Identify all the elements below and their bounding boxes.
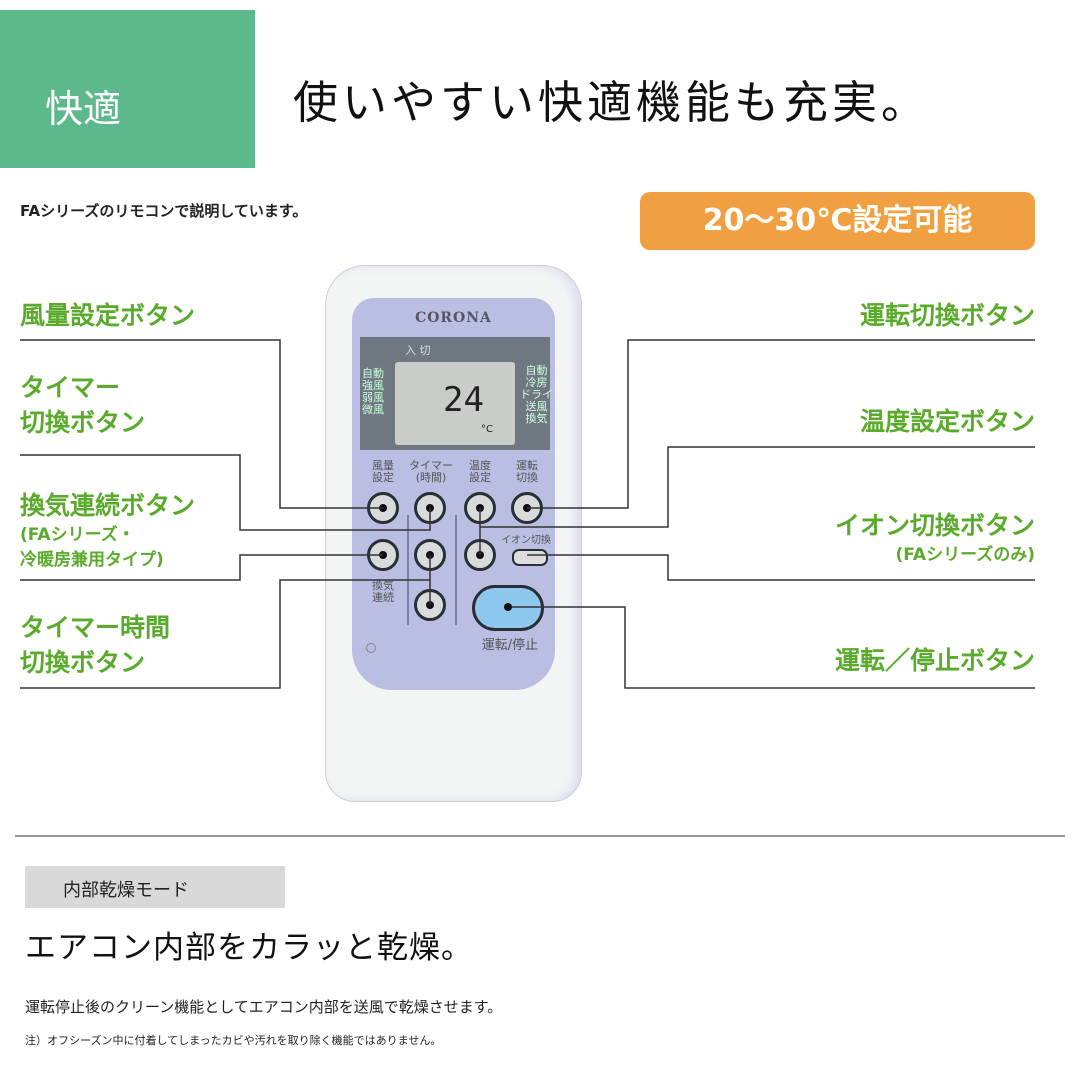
mode: 強風 xyxy=(362,379,384,392)
mode: 弱風 xyxy=(362,391,384,404)
label-line: イオン切換ボタン xyxy=(834,511,1035,540)
section-title: エアコン内部をカラッと乾燥。 xyxy=(25,930,473,966)
leader-temp xyxy=(479,446,1035,555)
series-note: FAシリーズのリモコンで説明しています。 xyxy=(20,202,308,220)
label-ventilation: 換気連続ボタン (FAシリーズ・冷暖房兼用タイプ) xyxy=(20,488,195,573)
leader-fan xyxy=(20,339,383,509)
section-label-text: 内部乾燥モード xyxy=(63,880,189,901)
mode: ドライ xyxy=(520,388,553,401)
ion-switch[interactable] xyxy=(512,549,548,566)
label-line: 温度設定ボタン xyxy=(859,407,1035,436)
label-line: 風量設定ボタン xyxy=(20,301,196,330)
temperature-range-badge: 20〜30℃設定可能 xyxy=(640,192,1035,250)
divider xyxy=(407,515,409,625)
start-stop-button[interactable] xyxy=(472,585,544,631)
section-body: 運転停止後のクリーン機能としてエアコン内部を送風で乾燥させます。 xyxy=(25,998,503,1016)
mode: 冷房 xyxy=(525,376,548,389)
brand-logo: CORONA xyxy=(415,310,492,326)
category-tag: 快適 xyxy=(0,10,255,168)
label-line: 切換ボタン xyxy=(20,408,146,437)
fan-modes: 自動強風弱風微風 xyxy=(362,368,384,416)
temp-button-label: 温度 設定 xyxy=(469,459,491,484)
headline: 使いやすい快適機能も充実。 xyxy=(293,76,931,129)
mode: 換気 xyxy=(525,412,548,425)
label-start-stop: 運転／停止ボタン xyxy=(835,643,1035,678)
category-tag-text: 快適 xyxy=(45,87,122,131)
label-sub: (FAシリーズのみ) xyxy=(895,545,1035,565)
ion-switch-label: イオン切換 xyxy=(501,535,551,546)
label-timer-switch: タイマー切換ボタン xyxy=(20,370,145,440)
label-sub: (FAシリーズ・ xyxy=(20,525,135,545)
section-note: 注）オフシーズン中に付着してしまったカビや汚れを取り除く機能ではありません。 xyxy=(25,1034,442,1047)
timer-button-label: タイマー (時間) xyxy=(409,459,453,484)
leader-start-stop xyxy=(508,606,1035,689)
label-temperature: 温度設定ボタン xyxy=(860,404,1035,439)
operation-modes: 自動冷房ドライ送風換気 xyxy=(520,365,553,425)
leader-vent xyxy=(20,554,383,581)
label-fan-speed: 風量設定ボタン xyxy=(20,298,195,333)
mode: 自動 xyxy=(525,364,548,377)
start-stop-label: 運転/停止 xyxy=(481,638,539,653)
mode: 送風 xyxy=(525,400,548,413)
mode: 微風 xyxy=(362,403,384,416)
label-line: 切換ボタン xyxy=(20,648,146,677)
mode-button-label: 運転 切換 xyxy=(516,459,538,484)
temperature-unit: °C xyxy=(481,424,493,435)
label-line: 運転／停止ボタン xyxy=(834,646,1035,675)
leader-mode xyxy=(527,339,1035,509)
label-line: 運転切換ボタン xyxy=(859,301,1035,330)
label-line: 換気連続ボタン xyxy=(20,491,196,520)
label-line: タイマー時間 xyxy=(20,613,171,642)
divider xyxy=(455,515,457,625)
power-label: 入 切 xyxy=(405,344,431,357)
indicator-led xyxy=(366,643,376,653)
section-divider xyxy=(15,835,1065,837)
label-ion: イオン切換ボタン (FAシリーズのみ) xyxy=(835,508,1035,568)
leader-ion xyxy=(527,554,1035,581)
vent-button-label: 換気 連続 xyxy=(372,579,394,604)
badge-text: 20〜30℃設定可能 xyxy=(702,203,973,238)
leader-timer-hour xyxy=(20,555,431,689)
section-label: 内部乾燥モード xyxy=(25,866,285,908)
leader-timer xyxy=(20,454,431,531)
label-line: タイマー xyxy=(20,373,121,402)
mode: 自動 xyxy=(362,367,384,380)
label-sub: 冷暖房兼用タイプ) xyxy=(20,550,164,570)
temperature-readout: 24 xyxy=(443,380,484,420)
fan-button-label: 風量 設定 xyxy=(372,459,394,484)
label-mode-switch: 運転切換ボタン xyxy=(860,298,1035,333)
label-timer-hour: タイマー時間切換ボタン xyxy=(20,610,170,680)
lcd-screen: 24 °C xyxy=(395,362,515,445)
